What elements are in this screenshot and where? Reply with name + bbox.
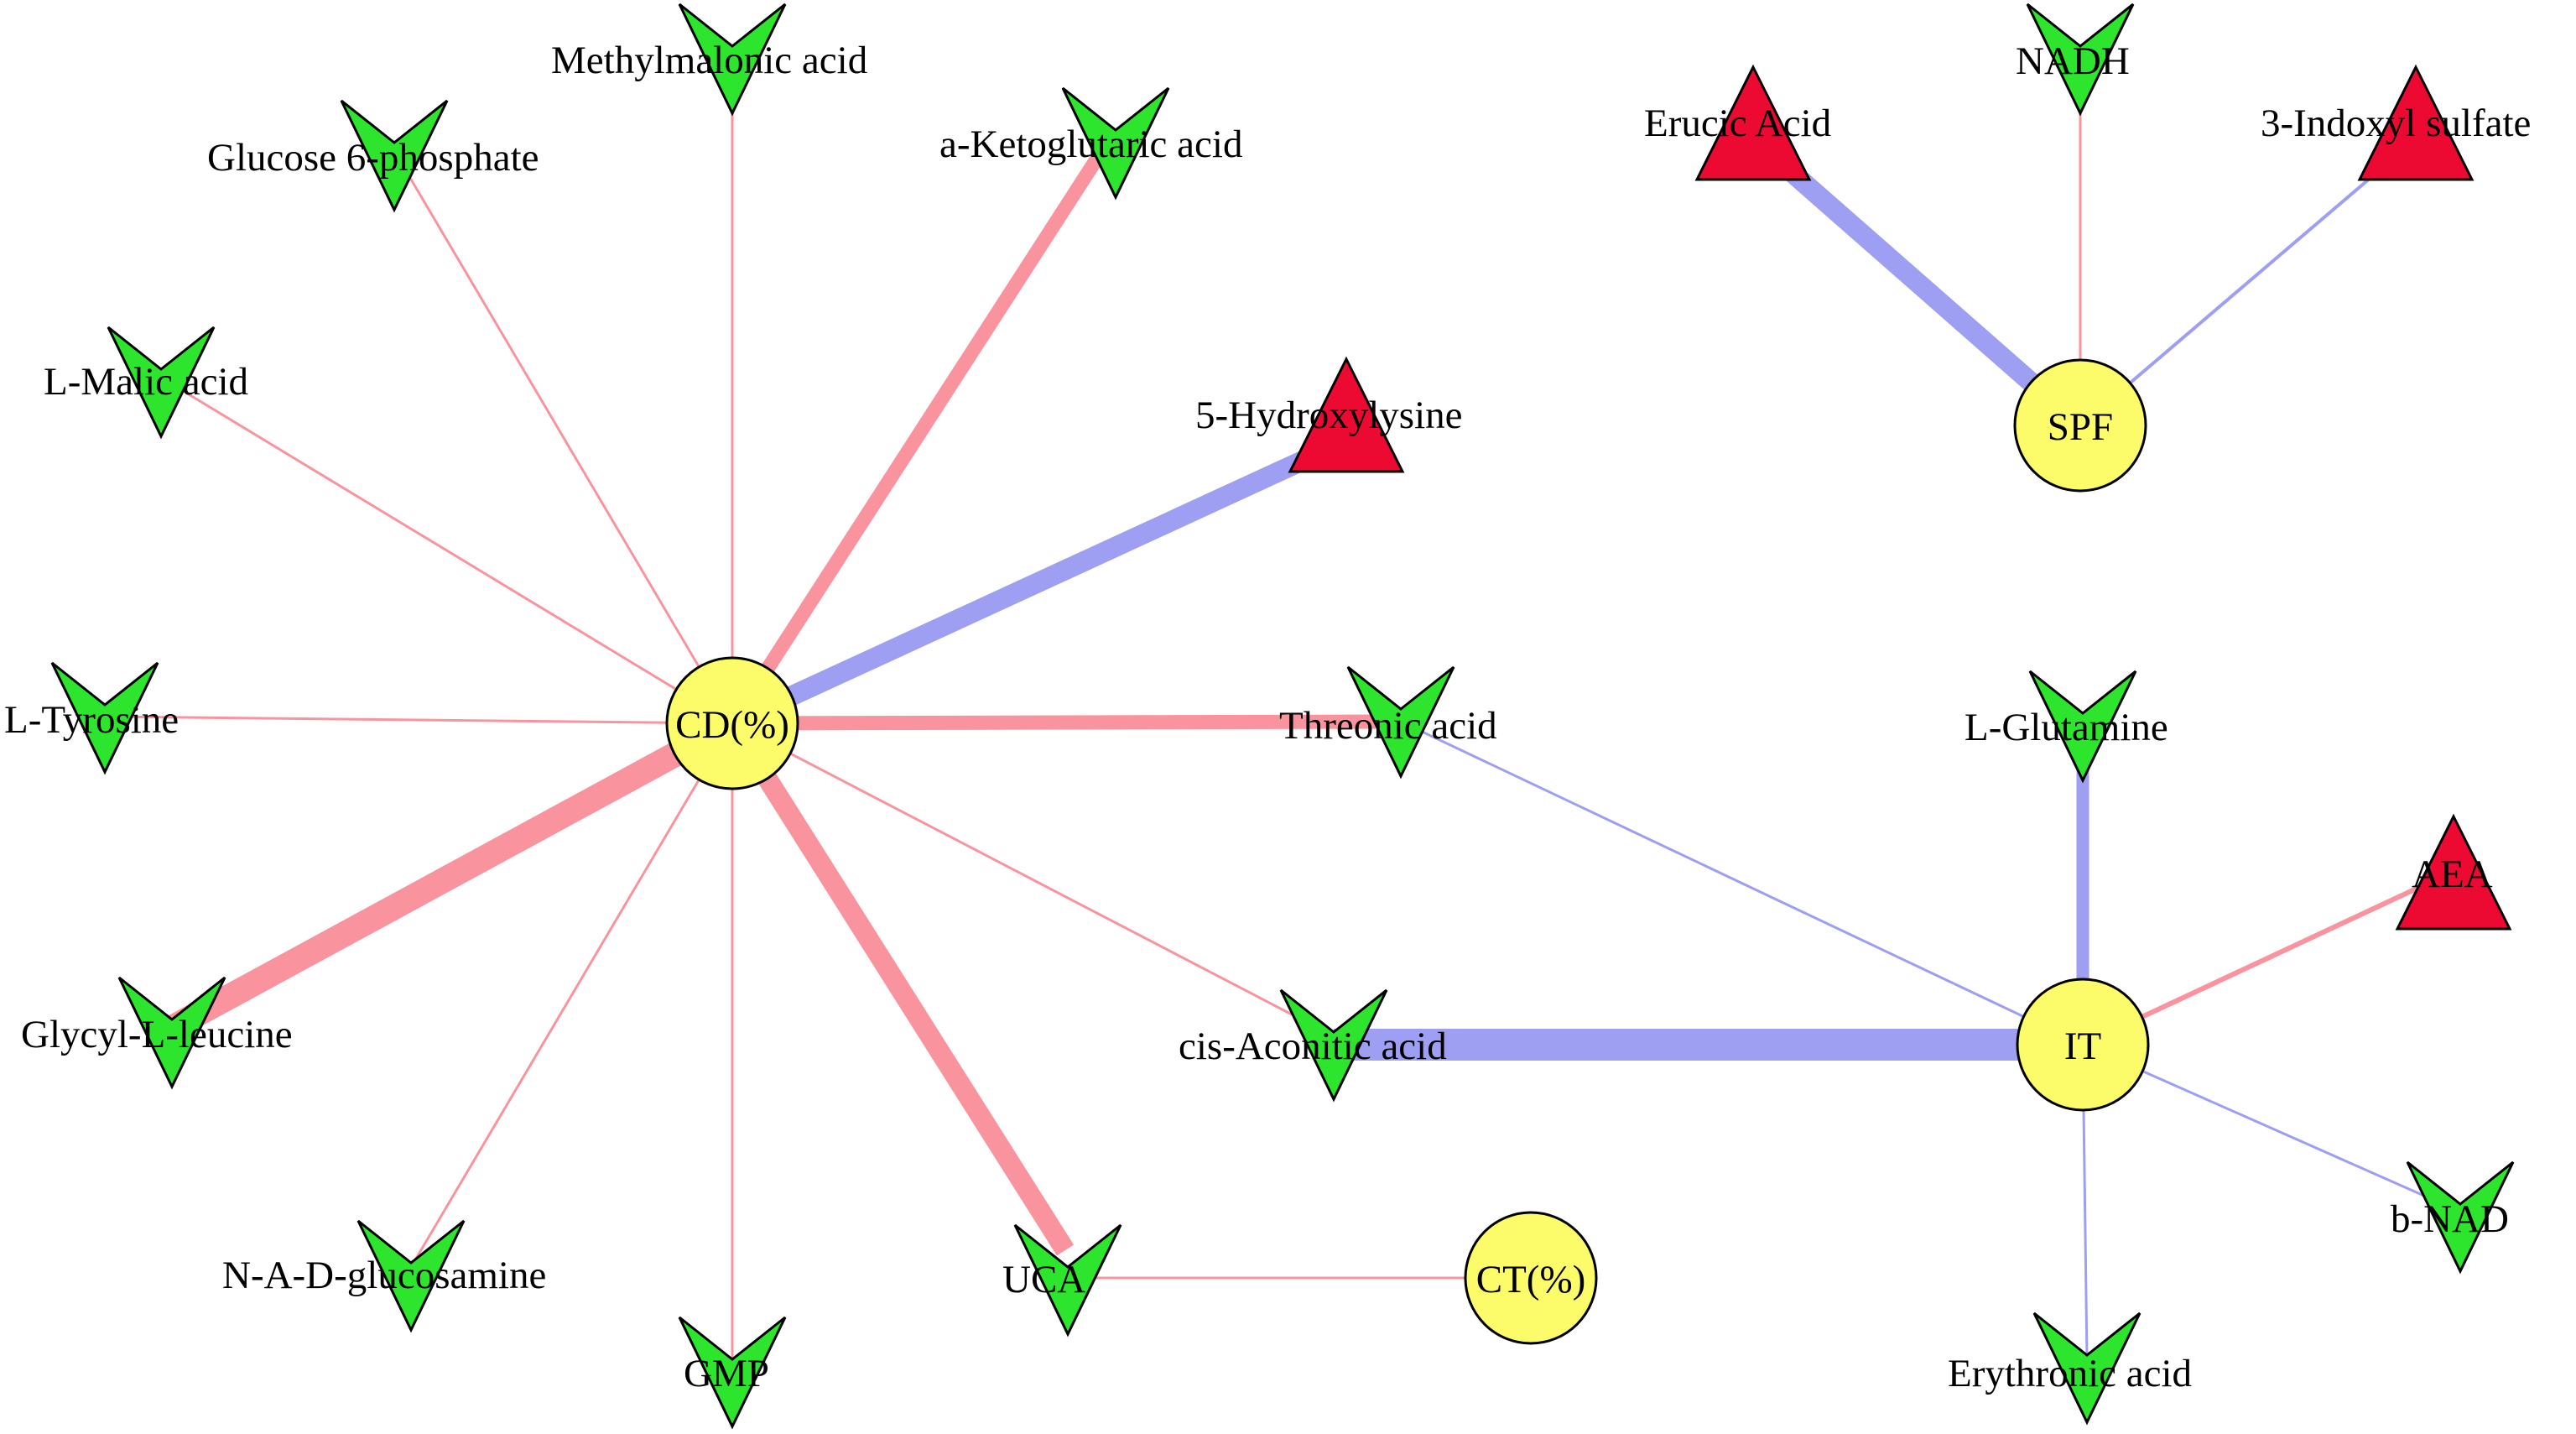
hub-circle [2016,978,2150,1112]
metabolite-node-layer: Methylmalonic acid Glucose 6-phosphate a… [4,3,2531,1430]
label-a-ketoglutaric-acid: a-Ketoglutaric acid [939,123,1242,166]
node-erucic-acid[interactable]: Erucic Acid [1644,64,1831,181]
up-regulated-marker-icon [1694,64,1812,181]
node-erythronic-acid[interactable]: Erythronic acid [1948,1311,2192,1426]
edge-cd-cis-aconitic-acid [731,722,1335,1038]
node-l-tyrosine[interactable]: L-Tyrosine [4,661,179,775]
label-glucose-6-phosphate: Glucose 6-phosphate [207,136,539,180]
down-regulated-marker-icon [2028,670,2137,784]
down-regulated-marker-icon [2032,1311,2141,1426]
hub-node-it[interactable]: IT [2016,978,2150,1112]
down-regulated-marker-icon [117,976,226,1090]
down-regulated-marker-icon [2406,1160,2515,1275]
down-regulated-marker-icon [1013,1223,1122,1338]
label-nadh: NADH [2016,39,2130,83]
edge-cd-5-hydroxylysine [727,431,1351,733]
node-threonic-acid[interactable]: Threonic acid [1279,665,1497,780]
label-erucic-acid: Erucic Acid [1644,102,1831,145]
down-regulated-marker-icon [678,3,787,117]
node-l-glutamine[interactable]: L-Glutamine [1965,670,2168,784]
hub-node-spf[interactable]: SPF [2013,358,2147,493]
label-aea: AEA [2412,853,2493,896]
down-regulated-marker-icon [2026,3,2135,117]
node-5-hydroxylysine[interactable]: 5-Hydroxylysine [1195,356,1463,473]
label-methylmalonic-acid: Methylmalonic acid [551,39,867,82]
hub-label-ct: CT(%) [1476,1258,1586,1301]
down-regulated-marker-icon [50,661,159,775]
down-regulated-marker-icon [356,1219,466,1333]
label-l-glutamine: L-Glutamine [1965,706,2168,749]
node-glycyl-l-leucine[interactable]: Glycyl-L-leucine [21,976,293,1090]
node-a-ketoglutaric-acid[interactable]: a-Ketoglutaric acid [939,86,1242,201]
edge-cd-l-tyrosine [104,715,733,725]
down-regulated-marker-icon [340,99,449,213]
node-gmp[interactable]: GMP [678,1316,787,1430]
node-nadh[interactable]: NADH [2016,3,2135,117]
edge-cd-uca [723,717,1075,1256]
edge-layer [104,55,2463,1372]
edge-it-threonic-acid [1400,720,2084,1046]
node-uca[interactable]: UCA [1002,1223,1122,1338]
down-regulated-marker-icon [1279,988,1388,1103]
node-l-malic-acid[interactable]: L-Malic acid [44,326,248,440]
label-threonic-acid: Threonic acid [1279,704,1497,748]
down-regulated-marker-icon [107,326,216,440]
hub-label-it: IT [2064,1025,2101,1068]
label-b-nad: b-NAD [2391,1197,2509,1241]
node-b-nad[interactable]: b-NAD [2391,1160,2515,1275]
label-uca: UCA [1002,1258,1085,1301]
node-cis-aconitic-acid[interactable]: cis-Aconitic acid [1179,988,1447,1103]
up-regulated-marker-icon [2395,813,2512,931]
label-glycyl-l-leucine: Glycyl-L-leucine [21,1013,293,1056]
hub-circle [665,656,799,790]
label-cis-aconitic-acid: cis-Aconitic acid [1179,1025,1447,1068]
edge-cd-n-a-d-glucosamine [409,722,734,1268]
hub-node-cd[interactable]: CD(%) [665,656,799,790]
label-3-indoxyl-sulfate: 3-Indoxyl sulfate [2261,102,2531,145]
edge-cd-glycyl-l-leucine [165,712,739,1040]
label-n-a-d-glucosamine: N-A-D-glucosamine [222,1254,546,1297]
hub-label-spf: SPF [2048,405,2113,449]
edge-cd-threonic-acid [731,714,1402,731]
edge-it-b-nad [2082,1043,2463,1214]
up-regulated-marker-icon [1288,356,1405,473]
node-3-indoxyl-sulfate[interactable]: 3-Indoxyl sulfate [2261,64,2531,181]
edge-cd-l-malic-acid [160,376,733,725]
label-l-tyrosine: L-Tyrosine [4,698,179,742]
down-regulated-marker-icon [678,1316,787,1430]
hub-circle [1464,1211,1598,1345]
label-5-hydroxylysine: 5-Hydroxylysine [1195,394,1463,437]
down-regulated-marker-icon [1346,665,1455,780]
node-n-a-d-glucosamine[interactable]: N-A-D-glucosamine [222,1219,546,1333]
hub-label-cd: CD(%) [675,703,789,747]
label-gmp: GMP [684,1352,769,1395]
label-l-malic-acid: L-Malic acid [44,360,248,404]
edge-cd-a-ketoglutaric-acid [726,138,1114,727]
down-regulated-marker-icon [1061,86,1170,201]
label-erythronic-acid: Erythronic acid [1948,1352,2192,1395]
hub-circle [2013,358,2147,493]
node-methylmalonic-acid[interactable]: Methylmalonic acid [551,3,867,117]
hub-node-ct[interactable]: CT(%) [1464,1211,1598,1345]
edge-cd-glucose-6-phosphate [393,150,734,724]
node-aea[interactable]: AEA [2395,813,2512,931]
hub-node-layer: CD(%) SPF IT CT(%) [665,358,2150,1345]
up-regulated-marker-icon [2357,64,2475,181]
node-glucose-6-phosphate[interactable]: Glucose 6-phosphate [207,99,539,213]
